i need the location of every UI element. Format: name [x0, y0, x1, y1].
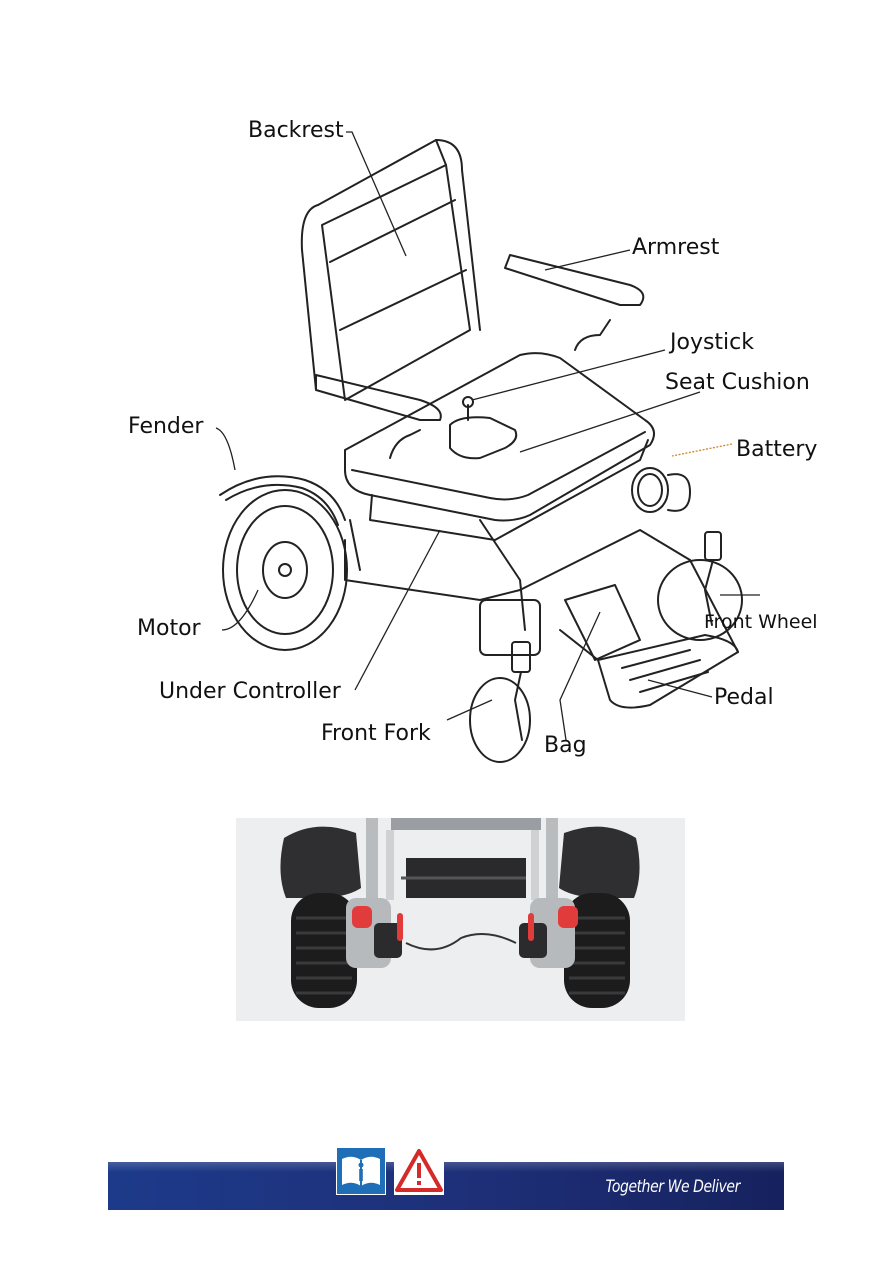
rear-wheels-photo [236, 818, 685, 1021]
label-seat-cushion: Seat Cushion [665, 370, 810, 395]
label-armrest: Armrest [632, 235, 720, 260]
footer-tagline: Together We Deliver [605, 1177, 741, 1197]
label-front-fork: Front Fork [321, 721, 431, 746]
rear-wheels-illustration [236, 818, 685, 1021]
label-joystick: Joystick [670, 330, 755, 355]
label-front-wheel: Front Wheel [704, 611, 818, 633]
label-bag: Bag [544, 733, 587, 758]
label-motor: Motor [137, 616, 201, 641]
footer-glow [108, 1162, 784, 1172]
read-manual-icon [336, 1147, 386, 1195]
wheelchair-line-drawing [215, 131, 760, 763]
wheelchair-parts-diagram: Backrest Armrest Joystick Seat Cushion F… [128, 118, 818, 763]
warning-icon [394, 1147, 444, 1195]
label-fender: Fender [128, 414, 204, 439]
label-backrest: Backrest [248, 118, 344, 143]
label-pedal: Pedal [714, 685, 774, 710]
footer-bar: Together We Deliver [108, 1162, 784, 1210]
label-battery: Battery [736, 437, 818, 462]
label-under-controller: Under Controller [159, 679, 341, 704]
